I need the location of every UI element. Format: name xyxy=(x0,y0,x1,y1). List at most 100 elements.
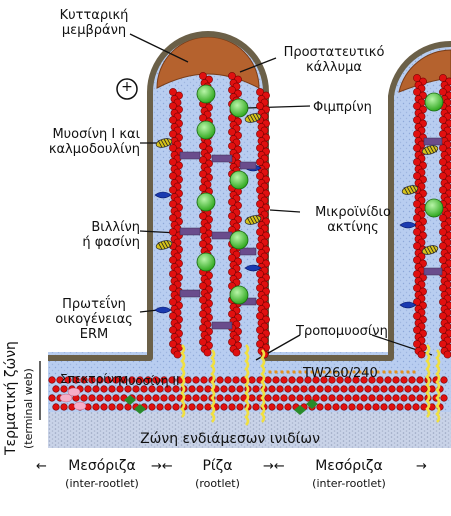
myosin-i xyxy=(155,239,173,250)
tw260-fiber xyxy=(364,370,368,374)
actin-monomer xyxy=(304,376,312,384)
actin-monomer xyxy=(324,385,332,393)
protective-cap-line2: κάλλυμα xyxy=(306,60,362,75)
spectrin-label: Σπεκτρίνη xyxy=(60,372,122,386)
actin-monomer xyxy=(392,394,400,402)
tw260-fiber xyxy=(340,370,344,374)
tw260-fiber xyxy=(412,370,416,374)
actin-monomer xyxy=(296,376,304,384)
tropomyosin-strand xyxy=(435,349,441,423)
actin-monomer xyxy=(272,394,280,402)
tw260-fiber xyxy=(388,370,392,374)
erm-protein-line1: Πρωτεΐνη xyxy=(62,297,126,312)
actin-monomer xyxy=(136,376,144,384)
actin-monomer xyxy=(100,403,108,411)
tw260-fiber xyxy=(346,370,350,374)
axis-interrootlet-right-sub: (inter-rootlet) xyxy=(312,477,386,490)
actin-monomer xyxy=(380,385,388,393)
myosin-i-stripe xyxy=(157,140,163,148)
myosin-i xyxy=(401,184,419,195)
actin-monomer xyxy=(352,394,360,402)
actin-monomer xyxy=(100,385,108,393)
axis-rootlet-sub: (rootlet) xyxy=(195,477,240,490)
actin-monomer xyxy=(408,394,416,402)
actin-monomer xyxy=(108,385,116,393)
actin-monomer xyxy=(248,376,256,384)
actin-monomer xyxy=(203,348,212,357)
myosin-i-stripe xyxy=(157,242,163,250)
myosin-i-stripe xyxy=(166,137,172,146)
actin-monomer xyxy=(400,394,408,402)
plus-end-marker xyxy=(116,78,138,100)
tw260-fiber xyxy=(322,370,326,374)
actin-monomer xyxy=(104,394,112,402)
actin-monomer xyxy=(320,376,328,384)
actin-monomer xyxy=(368,376,376,384)
actin-monomer xyxy=(268,385,276,393)
actin-monomer xyxy=(360,376,368,384)
actin-monomer xyxy=(224,394,232,402)
myosin-i xyxy=(421,144,439,155)
tropomyosin-strand xyxy=(425,344,431,418)
villin-bundle xyxy=(211,321,233,330)
actin-monomer xyxy=(80,394,88,402)
protective-cap-line1: Προστατευτικό xyxy=(283,45,385,60)
actin-monomer xyxy=(160,394,168,402)
tw260-fiber xyxy=(376,370,380,374)
myosin-calmodulin-label: Μυοσίνη Ι και καλμοδουλίνη xyxy=(20,127,140,157)
myosin-i-stripe xyxy=(432,244,438,253)
actin-monomer xyxy=(88,394,96,402)
actin-monomer xyxy=(252,385,260,393)
actin-monomer xyxy=(280,376,288,384)
myosin-i-stripe xyxy=(426,146,432,155)
actin-monomer xyxy=(312,376,320,384)
actin-monomer xyxy=(172,385,180,393)
axis-interrootlet-left-sub: (inter-rootlet) xyxy=(65,477,139,490)
actin-monomer xyxy=(236,403,244,411)
erm-protein-line3: ERM xyxy=(79,327,109,342)
actin-monomer xyxy=(416,394,424,402)
actin-monomer xyxy=(232,394,240,402)
villin-bundle xyxy=(423,137,443,146)
actin-monomer xyxy=(396,403,404,411)
actin-monomer xyxy=(264,394,272,402)
actin-monomer xyxy=(376,394,384,402)
erm-protein xyxy=(154,306,172,314)
erm-protein xyxy=(244,264,262,272)
actin-monomer xyxy=(144,376,152,384)
actin-monomer xyxy=(308,385,316,393)
myosin-i-stripe xyxy=(249,216,255,225)
actin-monomer xyxy=(328,376,336,384)
actin-microfilament-line2: ακτίνης xyxy=(327,220,379,235)
actin-monomer xyxy=(72,376,80,384)
actin-monomer xyxy=(52,385,60,393)
actin-monomer xyxy=(364,385,372,393)
actin-monomer xyxy=(196,403,204,411)
actin-monomer xyxy=(228,385,236,393)
actin-monomer xyxy=(412,403,420,411)
axis-right-arrow: → xyxy=(416,459,427,474)
actin-monomer xyxy=(312,394,320,402)
tw260-fiber xyxy=(334,370,338,374)
cytoskeleton xyxy=(48,72,451,426)
villin-bundle xyxy=(179,227,201,236)
actin-monomer xyxy=(352,376,360,384)
protective-cap-label: Προστατευτικό κάλλυμα xyxy=(264,45,404,75)
actin-monomer xyxy=(320,394,328,402)
actin-monomer xyxy=(272,376,280,384)
villin-bundle xyxy=(211,231,233,240)
actin-monomer xyxy=(280,394,288,402)
terminal-web-label: (terminal web) xyxy=(22,368,35,449)
actin-monomer xyxy=(316,385,324,393)
myosin-i-stripe xyxy=(255,214,261,223)
actin-monomer xyxy=(228,403,236,411)
tw260-fiber xyxy=(286,370,290,374)
actin-monomer xyxy=(332,403,340,411)
axis-sep-arrow-1: →← xyxy=(151,459,173,474)
actin-monomer xyxy=(356,403,364,411)
actin-monomer xyxy=(60,403,68,411)
actin-monomer xyxy=(324,403,332,411)
myosin-i xyxy=(155,137,173,148)
actin-monomer xyxy=(64,376,72,384)
axis-left-arrow: ← xyxy=(36,459,47,474)
